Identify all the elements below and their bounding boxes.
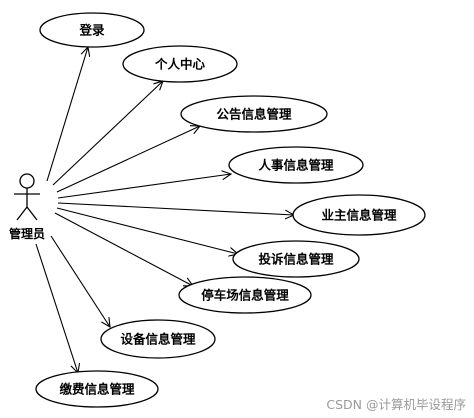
use-case-ellipse	[228, 146, 364, 184]
association-owner-mgmt	[57, 202, 294, 215]
actor-head	[19, 173, 35, 189]
use-case-ellipse	[100, 319, 216, 359]
use-case-personal-center: 个人中心	[122, 45, 238, 83]
use-case-label: 业主信息管理	[321, 208, 397, 223]
association-equipment-mgmt	[50, 235, 110, 327]
use-case-owner-mgmt: 业主信息管理	[292, 194, 426, 236]
use-case-ellipse	[232, 240, 360, 278]
use-case-label: 个人中心	[154, 57, 206, 72]
use-case-ellipse	[180, 95, 328, 133]
use-case-complaint-mgmt: 投诉信息管理	[232, 240, 360, 278]
use-case-label: 公告信息管理	[216, 107, 292, 122]
use-case-login: 登录	[39, 12, 145, 48]
use-case-ellipse	[178, 276, 312, 314]
association-payment-mgmt	[35, 243, 78, 373]
association-login	[46, 47, 88, 182]
association-announcement-mgmt	[56, 126, 200, 193]
use-case-label: 停车场信息管理	[201, 288, 289, 303]
association-personnel-mgmt	[57, 174, 231, 199]
use-case-label: 登录	[78, 23, 105, 38]
use-case-ellipse	[39, 12, 145, 48]
actor-administrator: 管理员	[9, 173, 45, 241]
association-parking-mgmt	[54, 212, 193, 286]
actor-left-leg	[16, 206, 28, 221]
use-case-ellipse	[122, 45, 238, 83]
use-case-ellipse	[292, 194, 426, 236]
association-complaint-mgmt	[56, 207, 238, 254]
use-case-ellipse	[35, 370, 159, 408]
csdn-watermark: CSDN @计算机毕设程序	[326, 397, 466, 412]
use-case-label: 设备信息管理	[120, 332, 196, 347]
actor-label: 管理员	[9, 226, 45, 241]
use-case-personnel-mgmt: 人事信息管理	[228, 146, 364, 184]
use-case-announcement-mgmt: 公告信息管理	[180, 95, 328, 133]
use-case-label: 投诉信息管理	[258, 252, 334, 267]
use-case-label: 人事信息管理	[258, 158, 334, 173]
use-case-parking-mgmt: 停车场信息管理	[178, 276, 312, 314]
actor-right-leg	[26, 206, 38, 221]
association-lines	[35, 47, 294, 373]
association-personal-center	[52, 81, 163, 186]
use-case-label: 缴费信息管理	[59, 382, 135, 397]
use-case-equipment-mgmt: 设备信息管理	[100, 319, 216, 359]
use-case-payment-mgmt: 缴费信息管理	[35, 370, 159, 408]
